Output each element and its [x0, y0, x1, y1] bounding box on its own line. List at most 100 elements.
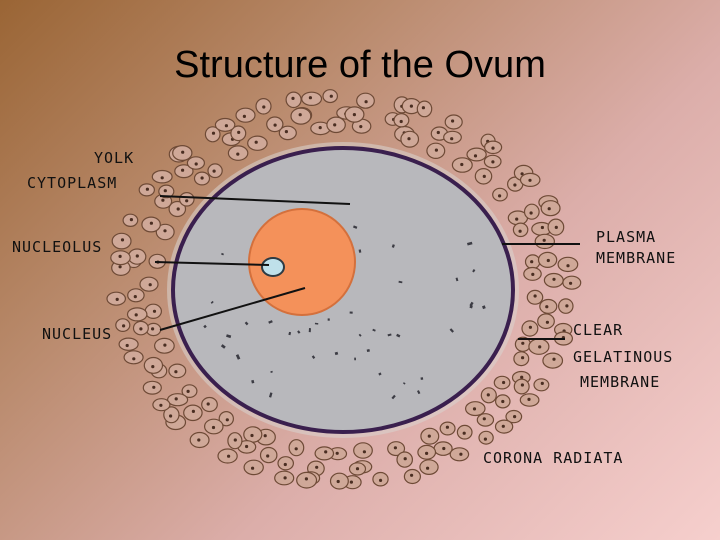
slide-title: Structure of the Ovum	[0, 44, 720, 87]
corona-cell	[235, 107, 256, 123]
corona-cell-nucleus	[125, 343, 129, 348]
yolk-pointer	[159, 195, 351, 205]
corona-cell-nucleus	[515, 217, 519, 221]
corona-radiata-cells	[106, 89, 582, 490]
corona-cell-nucleus	[329, 94, 333, 98]
corona-cell	[314, 446, 335, 461]
yolk-granule	[327, 318, 330, 321]
corona-cell-nucleus	[518, 229, 522, 233]
corona-cell-nucleus	[291, 96, 295, 100]
yolk-granule	[308, 328, 311, 333]
corona-cell-nucleus	[379, 478, 383, 482]
label-plasma-membrane: MEMBRANE	[596, 249, 676, 267]
corona-cell-nucleus	[115, 297, 119, 301]
corona-cell-nucleus	[118, 254, 122, 258]
corona-cell-nucleus	[459, 452, 463, 456]
yolk-granule	[297, 330, 301, 334]
corona-cell-nucleus	[266, 454, 270, 458]
corona-cell-nucleus	[498, 194, 502, 198]
corona-cell-nucleus	[521, 356, 525, 360]
corona-cell	[167, 393, 189, 407]
corona-cell-nucleus	[427, 434, 431, 438]
corona-cell-nucleus	[501, 424, 505, 428]
corona-cell-nucleus	[284, 130, 288, 134]
corona-cell-nucleus	[542, 238, 546, 242]
corona-cell-nucleus	[139, 327, 143, 331]
corona-cell-nucleus	[236, 152, 240, 156]
corona-cell-nucleus	[333, 123, 337, 127]
corona-cell	[533, 378, 550, 392]
corona-cell-nucleus	[421, 106, 425, 110]
corona-cell-nucleus	[212, 169, 216, 173]
corona-cell	[416, 100, 433, 118]
yolk-granule	[466, 241, 473, 246]
yolk-granule	[416, 390, 421, 395]
title-text: Structure of the Ovum	[174, 44, 546, 86]
corona-cell-nucleus	[135, 254, 139, 258]
corona-cell-nucleus	[546, 258, 550, 263]
corona-cell-nucleus	[482, 174, 486, 178]
yolk-granule	[334, 351, 339, 356]
corona-cell-nucleus	[473, 154, 478, 158]
corona-cell-nucleus	[298, 113, 302, 117]
corona-cell	[301, 91, 323, 107]
corona-cell-nucleus	[133, 295, 137, 299]
yolk-granule	[270, 370, 273, 374]
corona-cell-nucleus	[520, 172, 524, 176]
nucleolus	[261, 257, 285, 277]
corona-cell-nucleus	[359, 125, 363, 129]
yolk-granule	[288, 331, 292, 336]
corona-cell-nucleus	[425, 451, 429, 455]
yolk-granule	[203, 324, 207, 329]
corona-cell-nucleus	[251, 466, 255, 470]
corona-cell-nucleus	[159, 403, 163, 407]
corona-cell	[174, 164, 194, 179]
corona-cell-nucleus	[409, 104, 413, 108]
corona-cell-nucleus	[460, 162, 464, 167]
corona-cell-nucleus	[513, 415, 517, 419]
corona-cell-nucleus	[283, 476, 287, 480]
corona-cell-nucleus	[399, 119, 403, 124]
yolk-granule	[455, 277, 459, 282]
corona-cell-nucleus	[233, 438, 237, 442]
corona-cell-nucleus	[250, 433, 254, 438]
corona-cell-nucleus	[118, 265, 122, 269]
yolk-granule	[358, 333, 362, 337]
yolk-granule	[244, 321, 249, 326]
corona-cell-nucleus	[552, 357, 556, 361]
label-gelatinous-membrane: MEMBRANE	[580, 373, 660, 391]
corona-cell-nucleus	[294, 447, 298, 451]
corona-cell-nucleus	[545, 320, 550, 324]
corona-cell-nucleus	[450, 137, 454, 141]
corona-cell-nucleus	[533, 294, 537, 298]
nucleolus-pointer	[154, 261, 270, 266]
corona-cell-nucleus	[445, 425, 449, 429]
corona-cell-nucleus	[185, 199, 189, 203]
corona-cell-nucleus	[531, 272, 535, 276]
label-plasma: PLASMA	[596, 228, 656, 246]
yolk-granule	[226, 334, 232, 339]
corona-cell-nucleus	[521, 341, 525, 345]
corona-cell-nucleus	[502, 380, 506, 385]
corona-cell-nucleus	[529, 211, 533, 215]
nucleus-pointer	[159, 287, 306, 331]
corona-cell	[513, 378, 530, 395]
corona-cell-nucleus	[426, 466, 430, 470]
corona-cell-nucleus	[520, 383, 525, 387]
yolk-granule	[220, 344, 226, 349]
corona-cell-nucleus	[273, 123, 277, 127]
yolk-granule	[358, 249, 362, 253]
corona-cell-nucleus	[225, 418, 229, 422]
corona-cell-nucleus	[197, 438, 201, 442]
corona-cell-nucleus	[237, 130, 241, 134]
corona-cell-nucleus	[122, 324, 126, 328]
corona-cell-nucleus	[462, 431, 466, 435]
corona-cell-nucleus	[538, 345, 542, 349]
corona-cell-nucleus	[566, 264, 570, 268]
corona-cell	[537, 313, 555, 330]
corona-cell-nucleus	[163, 189, 167, 193]
corona-cell-nucleus	[486, 393, 490, 397]
corona-cell-nucleus	[242, 114, 246, 118]
corona-cell-nucleus	[407, 137, 411, 141]
